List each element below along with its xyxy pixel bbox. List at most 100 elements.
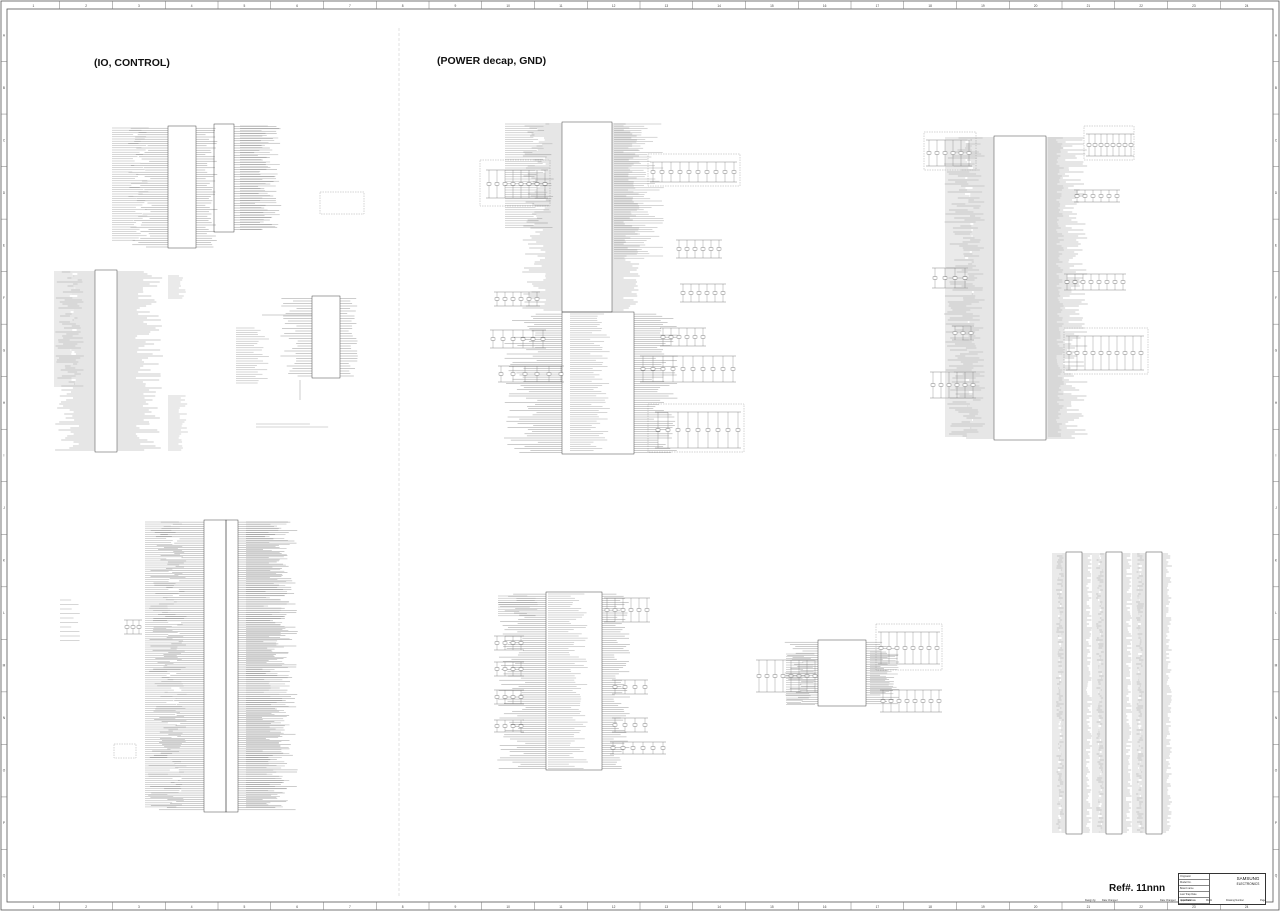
- passive-component: [930, 383, 936, 387]
- passive-component: [632, 685, 638, 689]
- title-block: Originator Model No. Board name Last Tca…: [1178, 873, 1266, 905]
- passive-component: [670, 367, 676, 371]
- passive-component: [1112, 280, 1118, 284]
- passive-component: [708, 247, 714, 251]
- title-field: Originator: [1179, 874, 1209, 880]
- passive-component: [522, 372, 528, 376]
- passive-component: [542, 182, 548, 186]
- passive-component: [902, 646, 908, 650]
- passive-component: [878, 646, 884, 650]
- passive-component: [936, 699, 942, 703]
- passive-component: [1080, 280, 1086, 284]
- ic-outline: [311, 295, 341, 379]
- row-label: M: [3, 664, 6, 668]
- row-label: K: [1275, 559, 1278, 563]
- passive-component: [952, 276, 958, 280]
- passive-component: [510, 182, 516, 186]
- passive-component: [518, 297, 524, 301]
- row-label: L: [3, 611, 5, 615]
- column-label: 11: [559, 905, 563, 909]
- column-label: 7: [349, 4, 351, 8]
- column-label: 21: [1087, 905, 1091, 909]
- passive-component: [684, 335, 690, 339]
- passive-component: [894, 646, 900, 650]
- column-label: 18: [928, 905, 932, 909]
- column-label: 22: [1139, 905, 1143, 909]
- row-label: L: [1275, 611, 1277, 615]
- passive-component: [660, 335, 666, 339]
- ic-outline: [167, 125, 197, 249]
- passive-component: [685, 428, 691, 432]
- ic-outline: [213, 123, 235, 233]
- passive-component: [1074, 194, 1080, 198]
- passive-component: [1138, 351, 1144, 355]
- passive-component: [510, 372, 516, 376]
- column-label: 20: [1034, 4, 1038, 8]
- column-label: 19: [981, 905, 985, 909]
- passive-component: [510, 724, 516, 728]
- passive-component: [1088, 280, 1094, 284]
- passive-component: [756, 674, 762, 678]
- passive-component: [960, 331, 966, 335]
- passive-component: [912, 699, 918, 703]
- column-label: 9: [454, 905, 456, 909]
- passive-component: [1130, 351, 1136, 355]
- ic-outline: [1145, 551, 1163, 835]
- passive-component: [720, 367, 726, 371]
- passive-component: [926, 151, 932, 155]
- passive-component: [612, 608, 618, 612]
- title-field: Approval Date: [1179, 898, 1209, 904]
- column-label: 12: [612, 905, 616, 909]
- passive-component: [1082, 351, 1088, 355]
- passive-component: [668, 335, 674, 339]
- footer-label: Mod1: [1206, 899, 1212, 902]
- title-field: Last Tcap Date: [1179, 892, 1209, 898]
- passive-component: [518, 641, 524, 645]
- column-label: 8: [402, 905, 404, 909]
- passive-component: [1064, 280, 1070, 284]
- group-box: [647, 153, 741, 187]
- column-label: 23: [1192, 4, 1196, 8]
- passive-component: [680, 291, 686, 295]
- passive-component: [700, 367, 706, 371]
- passive-component: [722, 170, 728, 174]
- passive-component: [518, 724, 524, 728]
- row-label: E: [3, 243, 5, 247]
- column-label: 5: [243, 4, 245, 8]
- passive-component: [962, 276, 968, 280]
- footer-label: Date Changed: [1160, 899, 1176, 902]
- column-label: 1: [32, 905, 34, 909]
- passive-component: [636, 608, 642, 612]
- passive-component: [966, 151, 972, 155]
- column-label: 2: [85, 905, 87, 909]
- column-label: 13: [665, 905, 669, 909]
- row-label: J: [3, 506, 5, 510]
- passive-component: [510, 337, 516, 341]
- column-label: 4: [191, 4, 193, 8]
- row-label: D: [1275, 191, 1278, 195]
- passive-component: [920, 699, 926, 703]
- column-label: 9: [454, 4, 456, 8]
- passive-component: [502, 695, 508, 699]
- passive-component: [1072, 280, 1078, 284]
- row-label: H: [3, 401, 6, 405]
- passive-component: [632, 723, 638, 727]
- passive-component: [622, 685, 628, 689]
- column-label: 10: [506, 905, 510, 909]
- passive-component: [950, 151, 956, 155]
- row-label: B: [3, 86, 5, 90]
- passive-component: [640, 746, 646, 750]
- passive-component: [640, 367, 646, 371]
- group-box: [1063, 327, 1149, 375]
- row-label: E: [1275, 243, 1277, 247]
- passive-component: [130, 625, 136, 629]
- passive-component: [704, 291, 710, 295]
- group-box: [1083, 125, 1135, 161]
- passive-component: [880, 699, 886, 703]
- footer-label: Drawing Number: [1226, 899, 1244, 902]
- column-label: 16: [823, 905, 827, 909]
- passive-component: [970, 383, 976, 387]
- ic-outline: [1105, 551, 1123, 835]
